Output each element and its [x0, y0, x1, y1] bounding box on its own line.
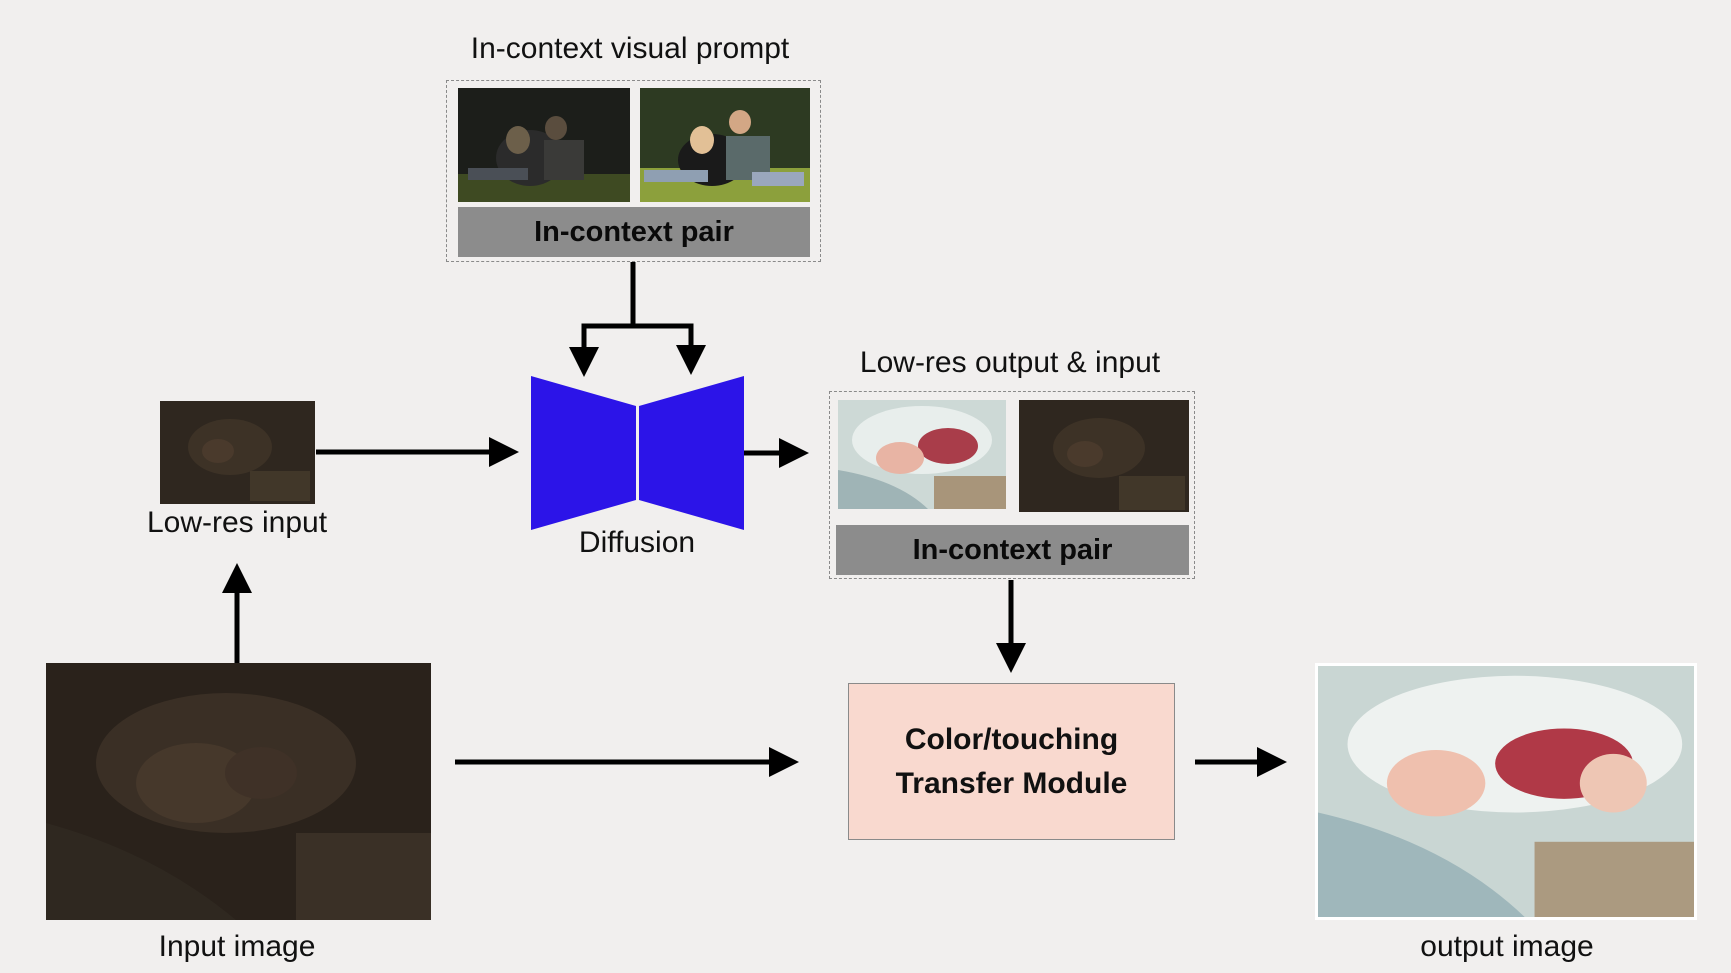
lowres-pair-title: Low-res output & input: [859, 346, 1161, 379]
transfer-module-line1: Color/touching: [904, 722, 1119, 756]
diffusion-decoder-shape: [639, 376, 744, 530]
diffusion-encoder-shape: [531, 376, 636, 530]
prompt-to-diffusion-arrow: [569, 262, 706, 377]
prompt-bright-photo: [640, 88, 810, 202]
prompt-box: [446, 80, 821, 262]
prompt-dark-photo: [458, 88, 630, 202]
lowres-pair-box: [829, 391, 1195, 579]
lowres-pair-label: In-context pair: [836, 525, 1189, 575]
input-image-photo: [46, 663, 431, 920]
transfer-module-box: Color/touching Transfer Module: [848, 683, 1175, 840]
diffusion-label: Diffusion: [578, 526, 696, 559]
diffusion-block: [531, 376, 744, 530]
prompt-title: In-context visual prompt: [470, 32, 790, 65]
lowres-input-label: Low-res input: [146, 506, 328, 539]
prompt-pair-label: In-context pair: [458, 207, 810, 257]
output-image-label: output image: [1420, 930, 1594, 963]
output-image-photo: [1315, 663, 1697, 920]
input-image-label: Input image: [158, 930, 316, 963]
lowres-input-photo: [160, 401, 315, 504]
lowres-input-copy-photo: [1019, 400, 1189, 512]
transfer-module-line2: Transfer Module: [895, 766, 1128, 800]
lowres-output-photo: [838, 400, 1006, 509]
